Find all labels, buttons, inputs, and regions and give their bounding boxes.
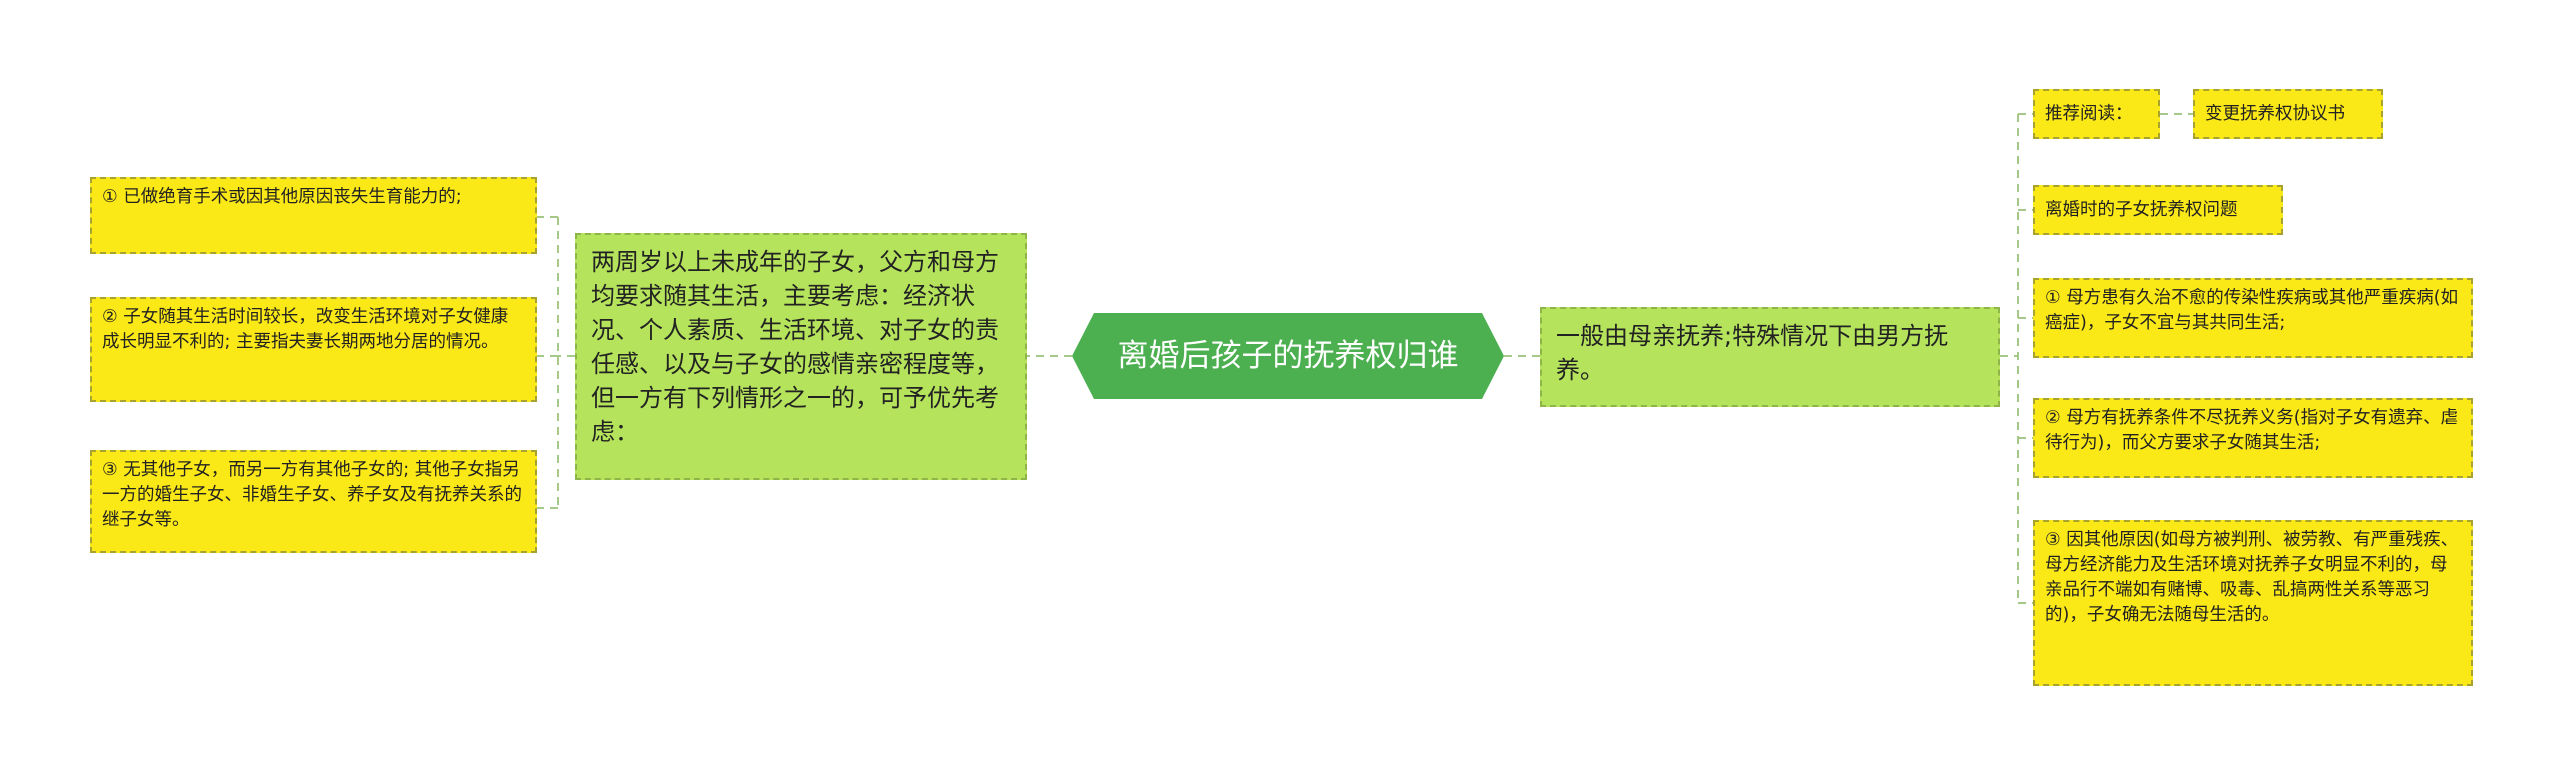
left-leaf-2[interactable]: ② 子女随其生活时间较长，改变生活环境对子女健康成长明显不利的; 主要指夫妻长期… — [90, 297, 537, 402]
left-leaf-3-text: ③ 无其他子女，而另一方有其他子女的; 其他子女指另一方的婚生子女、非婚生子女、… — [102, 460, 522, 530]
root-topic-label: 离婚后孩子的抚养权归谁 — [1117, 338, 1459, 374]
left-branch-topic[interactable]: 两周岁以上未成年的子女，父方和母方均要求随其生活，主要考虑：经济状况、个人素质、… — [575, 233, 1027, 480]
recommend-label: 推荐阅读： — [2033, 89, 2160, 139]
left-leaf-1-text: ① 已做绝育手术或因其他原因丧失生育能力的; — [102, 187, 462, 207]
recommend-label-text: 推荐阅读： — [2045, 103, 2133, 124]
right-leaf-1-text: 离婚时的子女抚养权问题 — [2045, 199, 2238, 220]
right-leaf-1[interactable]: 离婚时的子女抚养权问题 — [2033, 185, 2283, 235]
connector-left-trunk — [537, 216, 575, 509]
recommend-link-text[interactable]: 变更抚养权协议书 — [2205, 103, 2345, 124]
right-leaf-3[interactable]: ② 母方有抚养条件不尽抚养义务(指对子女有遗弃、虐待行为)，而父方要求子女随其生… — [2033, 398, 2473, 478]
left-leaf-3[interactable]: ③ 无其他子女，而另一方有其他子女的; 其他子女指另一方的婚生子女、非婚生子女、… — [90, 450, 537, 553]
root-topic[interactable]: 离婚后孩子的抚养权归谁 — [1072, 313, 1504, 399]
right-leaf-2-text: ① 母方患有久治不愈的传染性疾病或其他严重疾病(如癌症)，子女不宜与其共同生活; — [2045, 288, 2459, 333]
connector-right-trunk — [2000, 113, 2033, 604]
left-leaf-2-text: ② 子女随其生活时间较长，改变生活环境对子女健康成长明显不利的; 主要指夫妻长期… — [102, 307, 509, 352]
right-leaf-3-text: ② 母方有抚养条件不尽抚养义务(指对子女有遗弃、虐待行为)，而父方要求子女随其生… — [2045, 408, 2459, 453]
right-branch-text: 一般由母亲抚养;特殊情况下由男方抚养。 — [1556, 322, 1949, 384]
left-branch-text: 两周岁以上未成年的子女，父方和母方均要求随其生活，主要考虑：经济状况、个人素质、… — [591, 248, 999, 446]
right-leaf-4[interactable]: ③ 因其他原因(如母方被判刑、被劳教、有严重残疾、母方经济能力及生活环境对抚养子… — [2033, 520, 2473, 686]
left-leaf-1[interactable]: ① 已做绝育手术或因其他原因丧失生育能力的; — [90, 177, 537, 254]
right-leaf-4-text: ③ 因其他原因(如母方被判刑、被劳教、有严重残疾、母方经济能力及生活环境对抚养子… — [2045, 530, 2459, 625]
right-branch-topic[interactable]: 一般由母亲抚养;特殊情况下由男方抚养。 — [1540, 307, 2000, 407]
recommend-link[interactable]: 变更抚养权协议书 — [2193, 89, 2383, 139]
right-leaf-2[interactable]: ① 母方患有久治不愈的传染性疾病或其他严重疾病(如癌症)，子女不宜与其共同生活; — [2033, 278, 2473, 358]
